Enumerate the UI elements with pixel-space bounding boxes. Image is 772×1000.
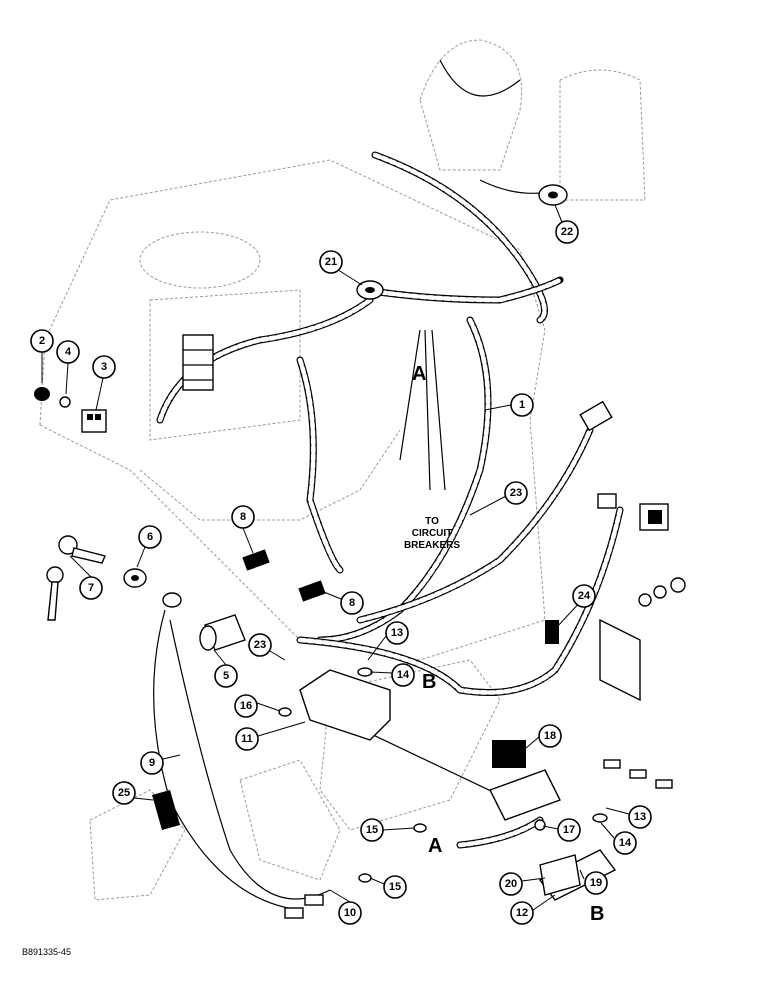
svg-text:9: 9 (149, 757, 155, 769)
relay-18 (492, 740, 526, 768)
washer-4 (59, 396, 71, 408)
svg-text:4: 4 (65, 346, 72, 358)
callout-9: 9 (140, 751, 164, 775)
figure-number: B891335-45 (22, 947, 71, 957)
plate-11 (299, 669, 391, 741)
svg-text:TO: TO (425, 516, 439, 527)
svg-text:3: 3 (101, 361, 107, 373)
callout-24: 24 (572, 584, 596, 608)
svg-text:15: 15 (389, 881, 401, 893)
callout-19: 19 (584, 871, 608, 895)
svg-text:22: 22 (561, 226, 573, 238)
svg-text:5: 5 (223, 670, 229, 682)
connector-upper-right (579, 400, 669, 531)
callout-14-lower: 14 (613, 831, 637, 855)
svg-text:21: 21 (325, 256, 337, 268)
callout-1: 1 (510, 393, 534, 417)
letter-a-upper: A (412, 363, 426, 385)
svg-text:2: 2 (39, 335, 45, 347)
callout-10: 10 (338, 901, 362, 925)
svg-text:8: 8 (349, 597, 355, 609)
svg-text:23: 23 (510, 487, 522, 499)
svg-text:BREAKERS: BREAKERS (404, 540, 460, 551)
callout-13-upper: 13 (385, 621, 409, 645)
callout-2: 2 (30, 329, 54, 353)
grommet-22 (538, 184, 568, 206)
nut-16 (278, 707, 292, 717)
callout-20: 20 (499, 872, 523, 896)
console-panel-outline (39, 39, 646, 661)
svg-text:CIRCUIT: CIRCUIT (412, 528, 453, 539)
svg-text:15: 15 (366, 824, 378, 836)
hardware-nuts (638, 577, 686, 607)
nut-6 (123, 568, 147, 588)
main-harness (156, 151, 624, 849)
callout-18: 18 (538, 724, 562, 748)
callout-21: 21 (319, 250, 343, 274)
callout-8-upper: 8 (231, 505, 255, 529)
callout-22: 22 (555, 220, 579, 244)
svg-text:16: 16 (240, 700, 252, 712)
callout-8-lower: 8 (340, 591, 364, 615)
callout-15-upper: 15 (360, 818, 384, 842)
bolt-17 (534, 819, 546, 831)
svg-text:17: 17 (563, 824, 575, 836)
mounting-bracket-outline (89, 659, 501, 901)
svg-text:13: 13 (634, 811, 646, 823)
svg-text:12: 12 (516, 907, 528, 919)
callout-13-lower: 13 (628, 805, 652, 829)
svg-text:14: 14 (619, 837, 632, 849)
switch-3 (81, 409, 107, 433)
svg-text:20: 20 (505, 878, 517, 890)
letter-b-upper: B (422, 671, 436, 693)
bolt-14 (357, 667, 608, 823)
knob-2 (34, 387, 50, 401)
svg-text:14: 14 (397, 669, 410, 681)
callout-6: 6 (138, 525, 162, 549)
svg-text:25: 25 (118, 787, 130, 799)
bracket-24 (545, 618, 641, 702)
callout-16: 16 (234, 694, 258, 718)
svg-text:18: 18 (544, 730, 556, 742)
svg-text:6: 6 (147, 531, 153, 543)
svg-text:1: 1 (519, 399, 525, 411)
callout-11: 11 (235, 727, 259, 751)
connector-sleeves (284, 759, 673, 919)
ignition-switch-5 (199, 614, 246, 651)
connector-8 (242, 549, 326, 602)
letter-b-lower: B (590, 903, 604, 925)
letter-a-lower: A (428, 835, 442, 857)
circuit-breakers-note: TO CIRCUIT BREAKERS (404, 516, 460, 551)
connector-block (182, 334, 214, 391)
callout-15-lower: 15 (383, 875, 407, 899)
callout-17: 17 (557, 818, 581, 842)
callout-4: 4 (56, 340, 80, 364)
key-7 (46, 535, 106, 621)
svg-text:7: 7 (88, 582, 94, 594)
callout-7: 7 (79, 576, 103, 600)
svg-text:19: 19 (590, 877, 602, 889)
washer-ring (162, 592, 182, 608)
grommet-21 (356, 280, 384, 300)
terminal-block-20 (489, 769, 581, 896)
loose-wires (153, 59, 561, 911)
svg-text:24: 24 (578, 590, 591, 602)
tie-25 (152, 790, 180, 830)
svg-text:11: 11 (241, 733, 253, 745)
callout-14-upper: 14 (391, 663, 415, 687)
callout-23-lower: 23 (248, 633, 272, 657)
callout-25: 25 (112, 781, 136, 805)
callout-12: 12 (510, 901, 534, 925)
callout-23-upper: 23 (504, 481, 528, 505)
callout-3: 3 (92, 355, 116, 379)
svg-text:10: 10 (344, 907, 356, 919)
svg-text:23: 23 (254, 639, 266, 651)
svg-text:13: 13 (391, 627, 403, 639)
svg-text:8: 8 (240, 511, 246, 523)
callout-5: 5 (214, 664, 238, 688)
